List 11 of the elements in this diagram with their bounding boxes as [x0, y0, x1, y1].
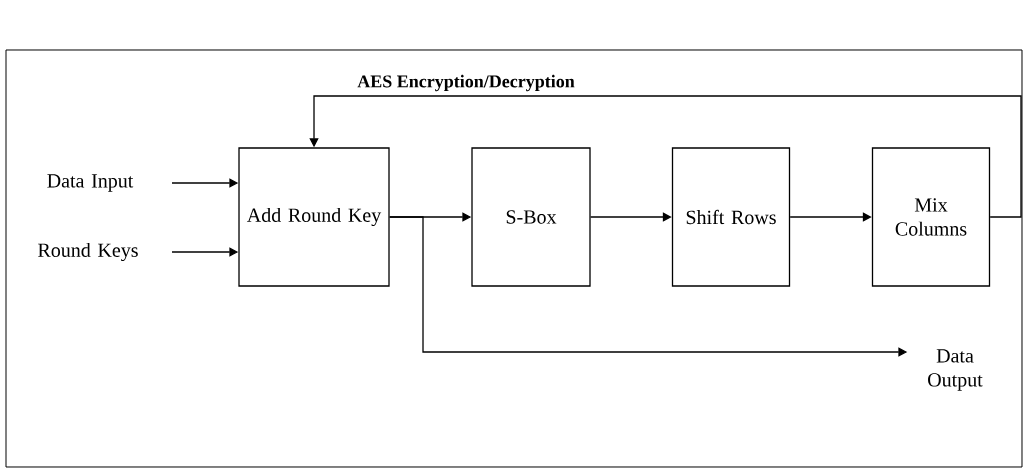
process-box: Shift Rows: [671, 147, 791, 287]
signal-label: Data Output: [928, 349, 983, 391]
process-box: Mix Columns: [871, 147, 991, 287]
signal-label: Data Input: [47, 174, 134, 192]
process-box: Add Round Key: [238, 147, 390, 287]
arrow: [309, 95, 1022, 218]
arrow: [590, 212, 672, 222]
arrow: [789, 212, 872, 222]
signal-label: Round Keys: [38, 242, 138, 262]
title: AES Encryption/Decryption: [357, 74, 575, 92]
process-box: S-Box: [471, 147, 591, 287]
